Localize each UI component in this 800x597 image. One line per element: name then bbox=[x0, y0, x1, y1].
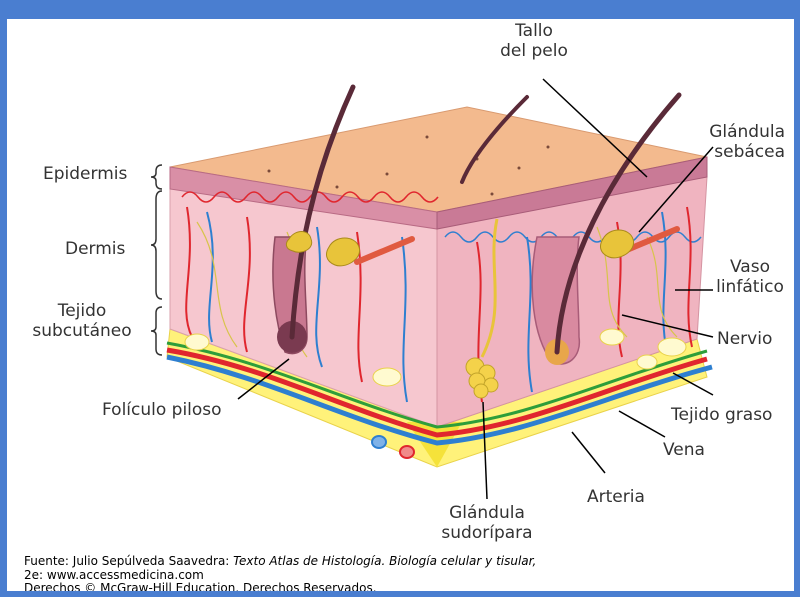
source-caption: Fuente: Julio Sepúlveda Saavedra: Texto … bbox=[24, 555, 794, 596]
label-tallo-line1: Tallo bbox=[489, 21, 579, 41]
caption-source-line: Fuente: Julio Sepúlveda Saavedra: Texto … bbox=[24, 555, 794, 569]
label-nervio: Nervio bbox=[717, 329, 772, 349]
label-vaso-line2: linfático bbox=[709, 277, 791, 297]
bracket-dermis bbox=[151, 191, 162, 299]
label-sudoripara-line2: sudorípara bbox=[432, 523, 542, 543]
label-glandula-sebacea: Glándula sebácea bbox=[687, 122, 785, 162]
artery-cut-end bbox=[400, 446, 414, 458]
label-epidermis: Epidermis bbox=[43, 164, 127, 184]
label-glandula-sudoripara: Glándula sudorípara bbox=[432, 503, 542, 543]
label-vena: Vena bbox=[663, 440, 705, 460]
label-sebacea-line1: Glándula bbox=[687, 122, 785, 142]
skin-cross-section-illustration bbox=[7, 7, 794, 592]
label-tejido-subcutaneo: Tejido subcutáneo bbox=[17, 301, 147, 341]
caption-rights-line: Derechos © McGraw-Hill Education. Derech… bbox=[24, 582, 794, 596]
caption-book-title: Texto Atlas de Histología. Biología celu… bbox=[233, 554, 536, 568]
bracket-epidermis bbox=[151, 165, 162, 189]
label-sebacea-line2: sebácea bbox=[687, 142, 785, 162]
label-tejido-graso: Tejido graso bbox=[671, 405, 772, 425]
label-dermis: Dermis bbox=[65, 239, 125, 259]
vein-cut-end bbox=[372, 436, 386, 448]
label-vaso-line1: Vaso bbox=[709, 257, 791, 277]
label-tallo-del-pelo: Tallo del pelo bbox=[489, 21, 579, 61]
label-subcutaneo-line2: subcutáneo bbox=[17, 321, 147, 341]
leader-arteria bbox=[572, 432, 605, 473]
label-vaso-linfatico: Vaso linfático bbox=[709, 257, 791, 297]
label-subcutaneo-line1: Tejido bbox=[17, 301, 147, 321]
label-arteria: Arteria bbox=[587, 487, 645, 507]
caption-source-prefix: Fuente: Julio Sepúlveda Saavedra: bbox=[24, 554, 233, 568]
caption-edition-line: 2e: www.accessmedicina.com bbox=[24, 569, 794, 583]
bracket-subcutaneo bbox=[151, 307, 162, 355]
label-foliculo-piloso: Folículo piloso bbox=[102, 400, 222, 420]
label-sudoripara-line1: Glándula bbox=[432, 503, 542, 523]
leader-vena bbox=[619, 411, 665, 437]
label-tallo-line2: del pelo bbox=[489, 41, 579, 61]
layer-brackets bbox=[151, 165, 162, 355]
